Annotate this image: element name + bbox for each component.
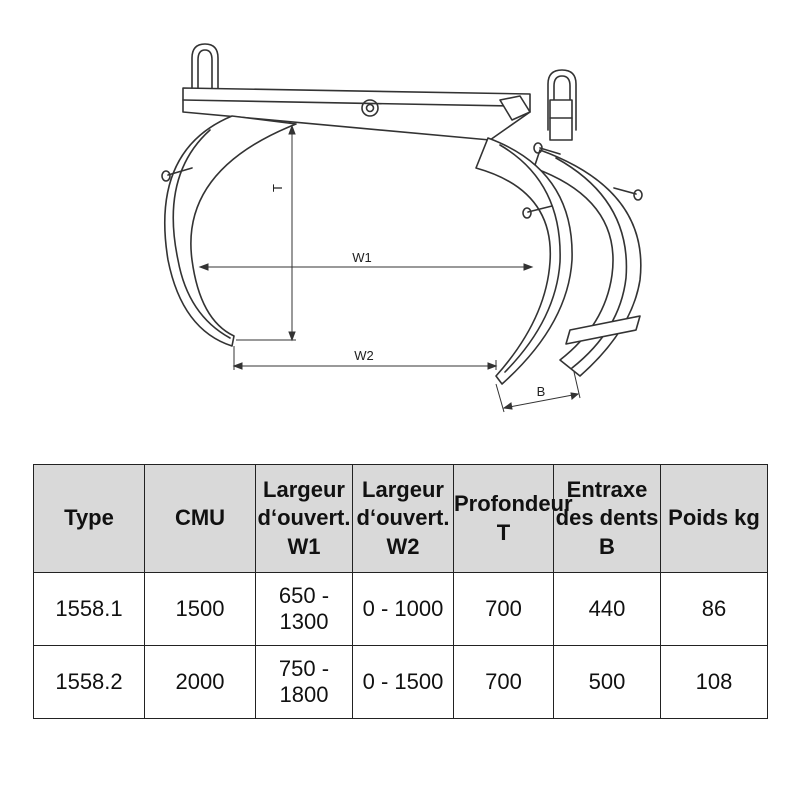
header-cmu: CMU [144,464,256,573]
cell-type: 1558.1 [33,572,145,646]
cell-cmu: 1500 [144,572,256,646]
left-jaw [161,115,297,347]
cell-kg: 86 [660,572,768,646]
label-t: T [270,184,285,192]
cell-w1: 750 - 1800 [255,645,353,719]
header-opening-width-w2: Largeur d‘ouvert. W2 [352,464,454,573]
header-depth-t: Profondeur T [453,464,573,573]
cell-kg: 108 [660,645,768,719]
grab-technical-drawing: T W1 W2 B [161,43,643,413]
right-shackle [547,69,577,141]
cell-cmu: 2000 [144,645,256,719]
cell-w2: 0 - 1500 [352,645,454,719]
table-row: 1558.1 1500 650 - 1300 0 - 1000 700 440 … [33,572,768,646]
dimension-t [236,124,296,342]
cell-b: 500 [553,645,661,719]
header-tooth-spacing-b: Entraxe des dents B [553,464,661,573]
cell-type: 1558.2 [33,645,145,719]
label-b: B [537,384,546,399]
cell-t: 700 [453,572,554,646]
table-row: 1558.2 2000 750 - 1800 0 - 1500 700 500 … [33,645,768,719]
left-shackle [191,43,219,89]
cell-t: 700 [453,645,554,719]
dimension-w1 [198,263,534,271]
top-beam [182,87,531,141]
header-type: Type [33,464,145,573]
specifications-table: Type CMU Largeur d‘ouvert. W1 Largeur d‘… [33,464,768,719]
header-weight-kg: Poids kg [660,464,768,573]
cell-w2: 0 - 1000 [352,572,454,646]
dimension-w2 [232,346,498,370]
cell-w1: 650 - 1300 [255,572,353,646]
product-drawing: T W1 W2 B [161,43,643,413]
header-opening-width-w1: Largeur d‘ouvert. W1 [255,464,353,573]
label-w2: W2 [354,348,374,363]
right-inner-jaw [475,137,573,385]
label-w1: W1 [352,250,372,265]
dimension-b [495,371,581,413]
cell-b: 440 [553,572,661,646]
table-header-row: Type CMU Largeur d‘ouvert. W1 Largeur d‘… [33,464,768,573]
right-outer-jaw [533,149,643,377]
hinge-block [499,95,531,121]
